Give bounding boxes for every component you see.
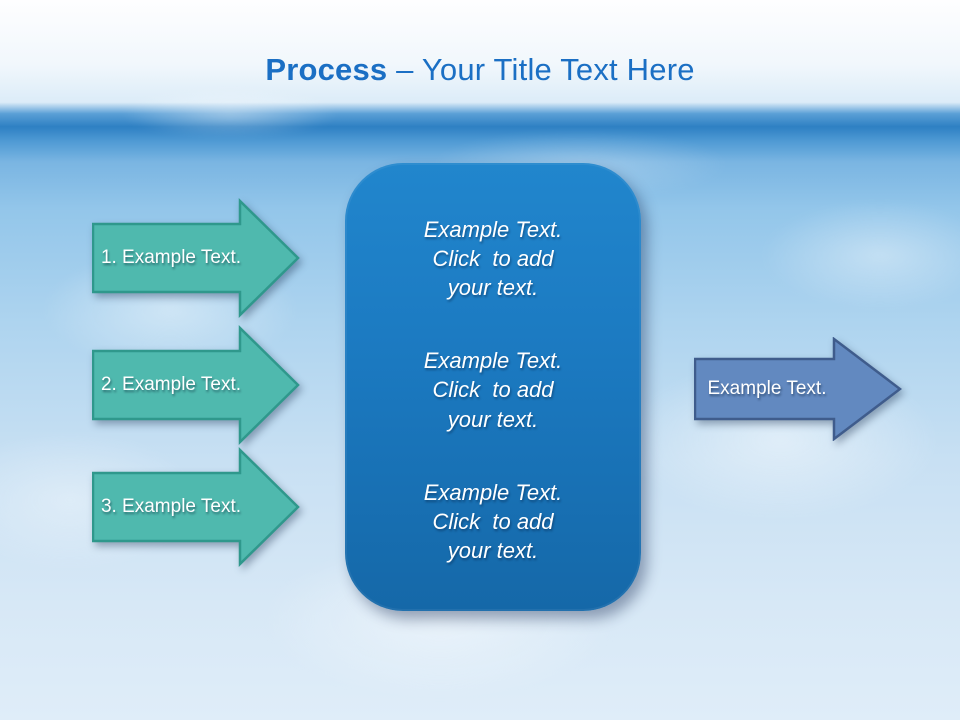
cloud: [120, 88, 340, 138]
process-step-1-label: 1. Example Text.: [100, 247, 242, 268]
slide-title: Process – Your Title Text Here: [0, 52, 960, 88]
output-arrow-label: Example Text.: [707, 378, 827, 399]
panel-text-line: your text.: [447, 275, 539, 301]
panel-text-line: Example Text.: [423, 479, 563, 505]
panel-text-line: Click to add: [432, 508, 554, 534]
panel-text-line: Example Text.: [423, 348, 563, 374]
panel-text-line: Example Text.: [423, 217, 563, 242]
panel-text-line: Click to add: [432, 377, 554, 403]
panel-text-block-3: Example Text. Click to add your text.: [363, 478, 623, 565]
center-text-panel[interactable]: Example Text. Click to add your text. Ex…: [345, 163, 641, 611]
arrow-right-shape: [92, 198, 300, 318]
panel-text-block-2: Example Text. Click to add your text.: [363, 346, 623, 433]
output-arrow[interactable]: Example Text.: [694, 337, 902, 441]
process-step-arrow-3[interactable]: 3. Example Text.: [92, 447, 302, 567]
arrow-right-shape: [92, 325, 300, 445]
arrow-right-shape: [694, 337, 902, 441]
slide-title-emphasis: Process: [265, 52, 388, 87]
process-step-arrow-2[interactable]: 2. Example Text.: [92, 325, 302, 445]
cloud: [760, 200, 960, 310]
arrow-right-shape: [92, 447, 300, 567]
panel-text-line: your text.: [447, 406, 539, 432]
process-step-arrow-1[interactable]: 1. Example Text.: [92, 198, 302, 318]
process-step-2-label: 2. Example Text.: [100, 374, 242, 395]
slide-title-rest: – Your Title Text Here: [387, 52, 695, 87]
process-step-3-label: 3. Example Text.: [100, 496, 242, 517]
panel-text-line: your text.: [447, 537, 539, 563]
panel-text-block-1: Example Text. Click to add your text.: [363, 215, 623, 302]
panel-text-line: Click to add: [432, 246, 554, 272]
